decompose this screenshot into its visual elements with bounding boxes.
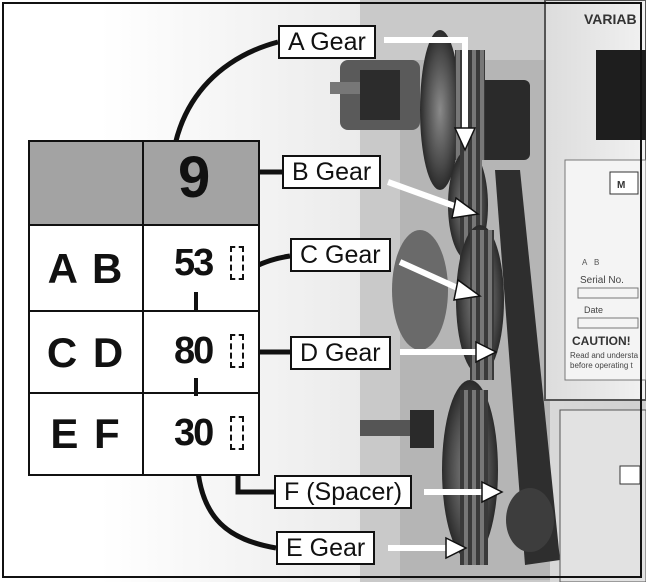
a-gear-teeth	[455, 50, 485, 160]
chart-header-number: 9	[178, 144, 208, 211]
link-dash-cd-ef	[194, 378, 198, 396]
d-gear-callout: D Gear	[290, 336, 391, 370]
bolt-thread	[330, 82, 360, 94]
c-gear-callout: C Gear	[290, 238, 391, 272]
caution-heading: CAUTION!	[572, 334, 631, 348]
lower-panel	[560, 410, 646, 582]
row-label-ab: A B	[30, 226, 144, 312]
panel-title: VARIAB	[584, 11, 637, 27]
row-label-text: A B	[30, 226, 142, 312]
lower-switch	[620, 466, 640, 484]
value-cd: 80	[174, 330, 212, 373]
caution-line-1: Read and understa	[570, 351, 639, 360]
serial-label: Serial No.	[580, 275, 624, 286]
nut	[360, 70, 400, 120]
e-gear-teeth	[460, 390, 488, 565]
diagram-label-b: B	[594, 258, 599, 267]
row-label-cd: C D	[30, 312, 144, 394]
intermediate-hub	[392, 230, 448, 350]
diagram-label-a: A	[582, 258, 588, 267]
spacer-placeholder-cd	[230, 334, 244, 368]
banjo-bolt	[506, 488, 554, 552]
spacer-placeholder-ef	[230, 416, 244, 450]
gear-selection-chart: 9 A B C D E F 53 80 30	[28, 140, 260, 476]
row-label-text: E F	[30, 394, 142, 474]
value-ab: 53	[174, 242, 212, 285]
caution-line-2: before operating t	[570, 361, 633, 370]
chart-header-blank	[30, 142, 144, 226]
a-gear-callout: A Gear	[278, 25, 376, 59]
link-dash-ab-cd	[194, 292, 198, 310]
e-gear-callout: E Gear	[276, 531, 375, 565]
b-gear-callout: B Gear	[282, 155, 381, 189]
digital-display	[596, 50, 646, 140]
row-label-ef: E F	[30, 394, 144, 474]
row-label-text: C D	[30, 312, 142, 394]
f-spacer-callout: F (Spacer)	[274, 475, 412, 509]
lower-nut	[410, 410, 434, 448]
value-ef: 30	[174, 412, 212, 455]
c-gear-teeth	[470, 230, 494, 380]
spacer-placeholder-ab	[230, 246, 244, 280]
date-label: Date	[584, 305, 603, 315]
motor-label: M	[617, 180, 625, 191]
